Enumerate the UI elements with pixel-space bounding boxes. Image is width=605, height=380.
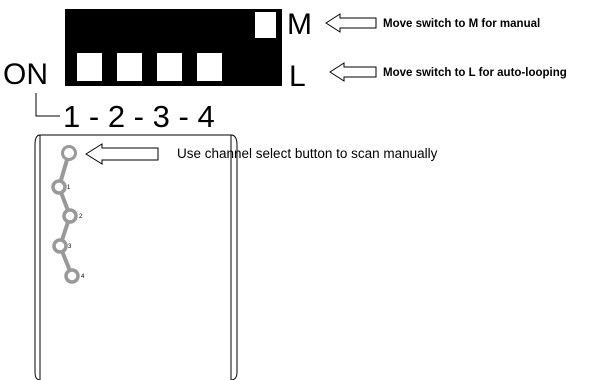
manual-note: Move switch to M for manual <box>383 18 540 30</box>
channel-label-2: 2 <box>79 214 83 220</box>
channel-label-3: 3 <box>68 244 72 250</box>
channel-indicator-4 <box>64 268 80 284</box>
position-label-4: 4 <box>197 99 214 134</box>
channel-switch-lever-3 <box>157 53 182 81</box>
position-separator: - <box>170 99 198 134</box>
switch-position-numbers: 1 - 2 - 3 - 4 <box>63 99 215 134</box>
position-separator: - <box>80 99 108 134</box>
arrow-left-icon <box>325 13 377 33</box>
channel-switch-lever-4 <box>197 53 222 81</box>
arrow-left-icon <box>85 143 159 165</box>
position-label-1: 1 <box>63 99 80 134</box>
device-panel-right-edge <box>230 134 238 380</box>
channel-indicator-3 <box>52 238 68 254</box>
channel-indicator-2 <box>62 208 78 224</box>
position-label-3: 3 <box>153 99 170 134</box>
arrow-left-icon <box>329 62 377 82</box>
channel-indicator-1 <box>51 179 67 195</box>
mode-loop-label: L <box>289 60 306 93</box>
channel-switch-lever-2 <box>117 53 142 81</box>
channel-select-button <box>61 145 77 161</box>
mode-manual-label: M <box>287 8 312 41</box>
on-label: ON <box>3 58 48 91</box>
channel-select-note: Use channel select button to scan manual… <box>177 146 438 161</box>
channel-label-1: 1 <box>67 185 71 191</box>
device-panel-left-edge <box>34 134 41 380</box>
auto-loop-note: Move switch to L for auto-looping <box>383 67 567 79</box>
channel-switch-lever-1 <box>77 53 102 81</box>
on-bracket-line <box>35 93 60 117</box>
position-separator: - <box>125 99 153 134</box>
mode-switch-lever <box>255 12 276 38</box>
channel-label-4: 4 <box>81 274 85 280</box>
position-label-2: 2 <box>108 99 125 134</box>
